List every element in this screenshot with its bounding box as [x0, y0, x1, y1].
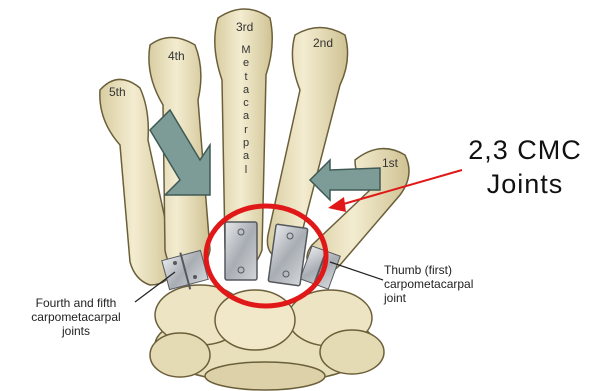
- thumb-label-line-2: carpometacarpal: [384, 277, 514, 291]
- cmc-joints-callout: 2,3 CMC Joints: [452, 133, 598, 201]
- fourth-fifth-label-line-3: joints: [6, 324, 146, 338]
- carpal-bones: [150, 285, 384, 390]
- callout-line-1: 2,3 CMC: [452, 133, 598, 167]
- label-3rd: 3rd: [236, 20, 253, 34]
- callout-line-2: Joints: [452, 167, 598, 201]
- label-1st: 1st: [382, 156, 398, 170]
- label-5th: 5th: [109, 85, 126, 99]
- fourth-fifth-cmc-label: Fourth and fifth carpometacarpal joints: [6, 296, 146, 338]
- cmc-plate-3: [225, 222, 257, 280]
- label-2nd: 2nd: [313, 36, 333, 50]
- thumb-label-line-3: joint: [384, 291, 514, 305]
- label-4th: 4th: [168, 49, 185, 63]
- thumb-cmc-label: Thumb (first) carpometacarpal joint: [384, 263, 514, 305]
- metacarpal-vertical-label: M e t a c a r p a l: [238, 44, 254, 177]
- fourth-fifth-label-line-2: carpometacarpal: [6, 310, 146, 324]
- thumb-label-line-1: Thumb (first): [384, 263, 514, 277]
- leader-line-thumb: [330, 262, 383, 280]
- fourth-fifth-label-line-1: Fourth and fifth: [6, 296, 146, 310]
